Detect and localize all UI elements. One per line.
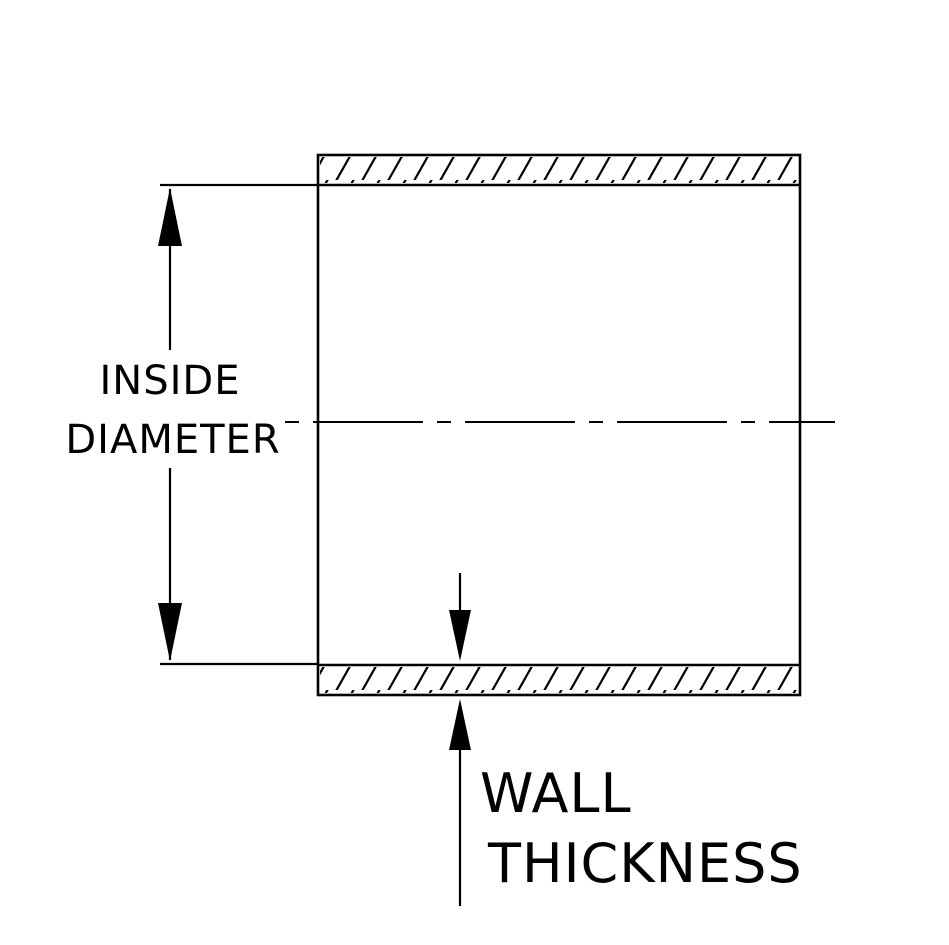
top-wall-hatch — [320, 157, 798, 183]
tube-body-outline — [316, 153, 802, 697]
wall-thickness-label-line1: WALL — [480, 762, 632, 825]
wall-arrow-down-icon — [449, 610, 471, 661]
arrow-down-icon — [158, 603, 182, 661]
arrow-up-icon — [158, 188, 182, 246]
inside-diameter-label-line2: DIAMETER — [65, 417, 280, 463]
wall-thickness-label-line2: THICKNESS — [487, 832, 803, 895]
wall-arrow-up-icon — [449, 699, 471, 750]
inside-diameter-label-line1: INSIDE — [100, 358, 241, 404]
bottom-wall-hatch — [320, 667, 798, 693]
